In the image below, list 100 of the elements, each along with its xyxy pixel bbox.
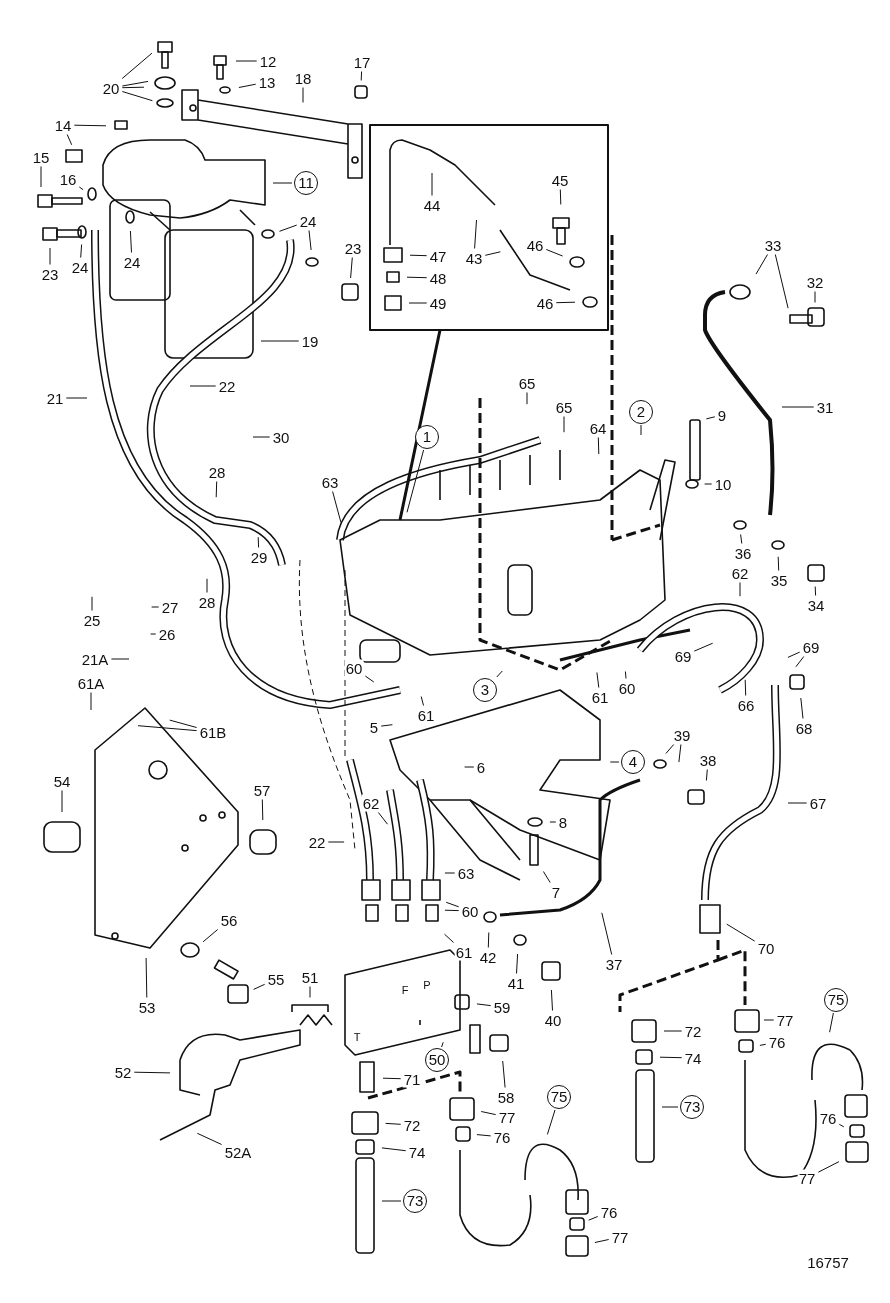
leader-line [309, 986, 311, 998]
leader-line [381, 1200, 402, 1202]
leader-line [814, 291, 816, 303]
leader-line [563, 416, 565, 433]
leader-line [253, 983, 266, 990]
circled-callout-number: 2 [629, 400, 653, 424]
leader-line [133, 1071, 171, 1074]
leader-line [73, 124, 107, 127]
leader-line [385, 1122, 402, 1125]
leader-line [279, 224, 298, 232]
circled-callout-number: 1 [415, 425, 439, 449]
callout-number: 62 [361, 794, 381, 812]
leader-line [78, 186, 84, 191]
leader-line [705, 416, 716, 420]
leader-line [302, 87, 304, 103]
leader-line [705, 769, 708, 781]
leader-line [545, 249, 564, 257]
leader-line [380, 724, 393, 727]
circled-callout-number: 11 [294, 171, 318, 195]
leader-line [215, 481, 218, 498]
leader-line [663, 1030, 683, 1032]
leader-line [444, 909, 460, 912]
leader-line [445, 901, 460, 908]
leader-line [661, 1106, 679, 1108]
leader-line [594, 1239, 610, 1243]
leader-line [110, 658, 130, 660]
leader-line [800, 697, 804, 719]
leader-line [308, 230, 312, 251]
leader-line [202, 929, 219, 943]
leader-line [678, 744, 682, 763]
leader-line [80, 244, 83, 258]
leader-line [65, 397, 88, 399]
leader-line [516, 953, 519, 974]
leader-line [624, 671, 627, 679]
leader-line [542, 871, 551, 883]
leader-line [549, 821, 557, 823]
leader-line [261, 799, 264, 821]
circled-callout-number: 50 [425, 1048, 449, 1072]
leader-line [781, 406, 815, 408]
leader-line [121, 86, 145, 89]
leader-line [740, 534, 743, 544]
leader-line [601, 912, 613, 955]
leader-line [137, 725, 198, 732]
leader-line [596, 672, 600, 688]
leader-line [235, 60, 258, 62]
leader-line [332, 491, 342, 523]
leader-line [693, 642, 714, 652]
leader-line [476, 1134, 492, 1137]
leader-line [829, 1012, 834, 1033]
leader-line [774, 254, 789, 309]
leader-line [665, 744, 675, 754]
leader-line [559, 189, 562, 205]
leader-line [150, 633, 157, 635]
leader-line [817, 1161, 840, 1173]
leader-line [795, 656, 805, 668]
leader-line [474, 219, 477, 249]
leader-line [441, 1041, 444, 1048]
leader-line [704, 483, 713, 485]
callout-number: 77 [797, 1169, 817, 1187]
leader-line [546, 1109, 556, 1135]
port-letter: P [423, 979, 431, 991]
leader-line [121, 52, 153, 79]
circled-callout-number: 73 [403, 1189, 427, 1213]
leader-line [90, 692, 92, 711]
leader-line [597, 437, 600, 455]
leader-line [49, 247, 51, 265]
leader-line [382, 1077, 402, 1080]
leader-line [252, 436, 271, 438]
leader-line [377, 812, 388, 825]
leader-line [763, 1019, 775, 1021]
leader-line [726, 923, 756, 942]
leader-line [151, 606, 160, 608]
leader-line [238, 83, 257, 88]
leader-line [588, 1216, 599, 1221]
leader-line [206, 578, 208, 593]
leader-line [381, 1147, 407, 1152]
leader-line [555, 301, 576, 304]
leader-line [364, 675, 375, 683]
leader-line [40, 166, 42, 188]
leader-line [487, 932, 490, 948]
leader-line [838, 1123, 845, 1128]
leader-line [61, 790, 63, 813]
leader-line [787, 651, 801, 658]
circled-callout-number: 75 [824, 988, 848, 1012]
circled-callout-number: 73 [680, 1095, 704, 1119]
leader-line [526, 392, 528, 405]
leader-line [272, 182, 293, 184]
leader-line [480, 1111, 497, 1116]
leader-line [406, 276, 428, 279]
port-letter: F [401, 984, 409, 996]
leader-line [496, 670, 503, 678]
callout-number: 60 [344, 659, 364, 677]
leader-line [121, 80, 149, 87]
leader-line [409, 254, 428, 257]
leader-line [484, 251, 501, 256]
leader-line [129, 230, 132, 253]
leader-line [476, 1003, 492, 1007]
leader-line [759, 1043, 767, 1046]
leader-line [659, 1056, 683, 1059]
leader-line [360, 71, 363, 81]
